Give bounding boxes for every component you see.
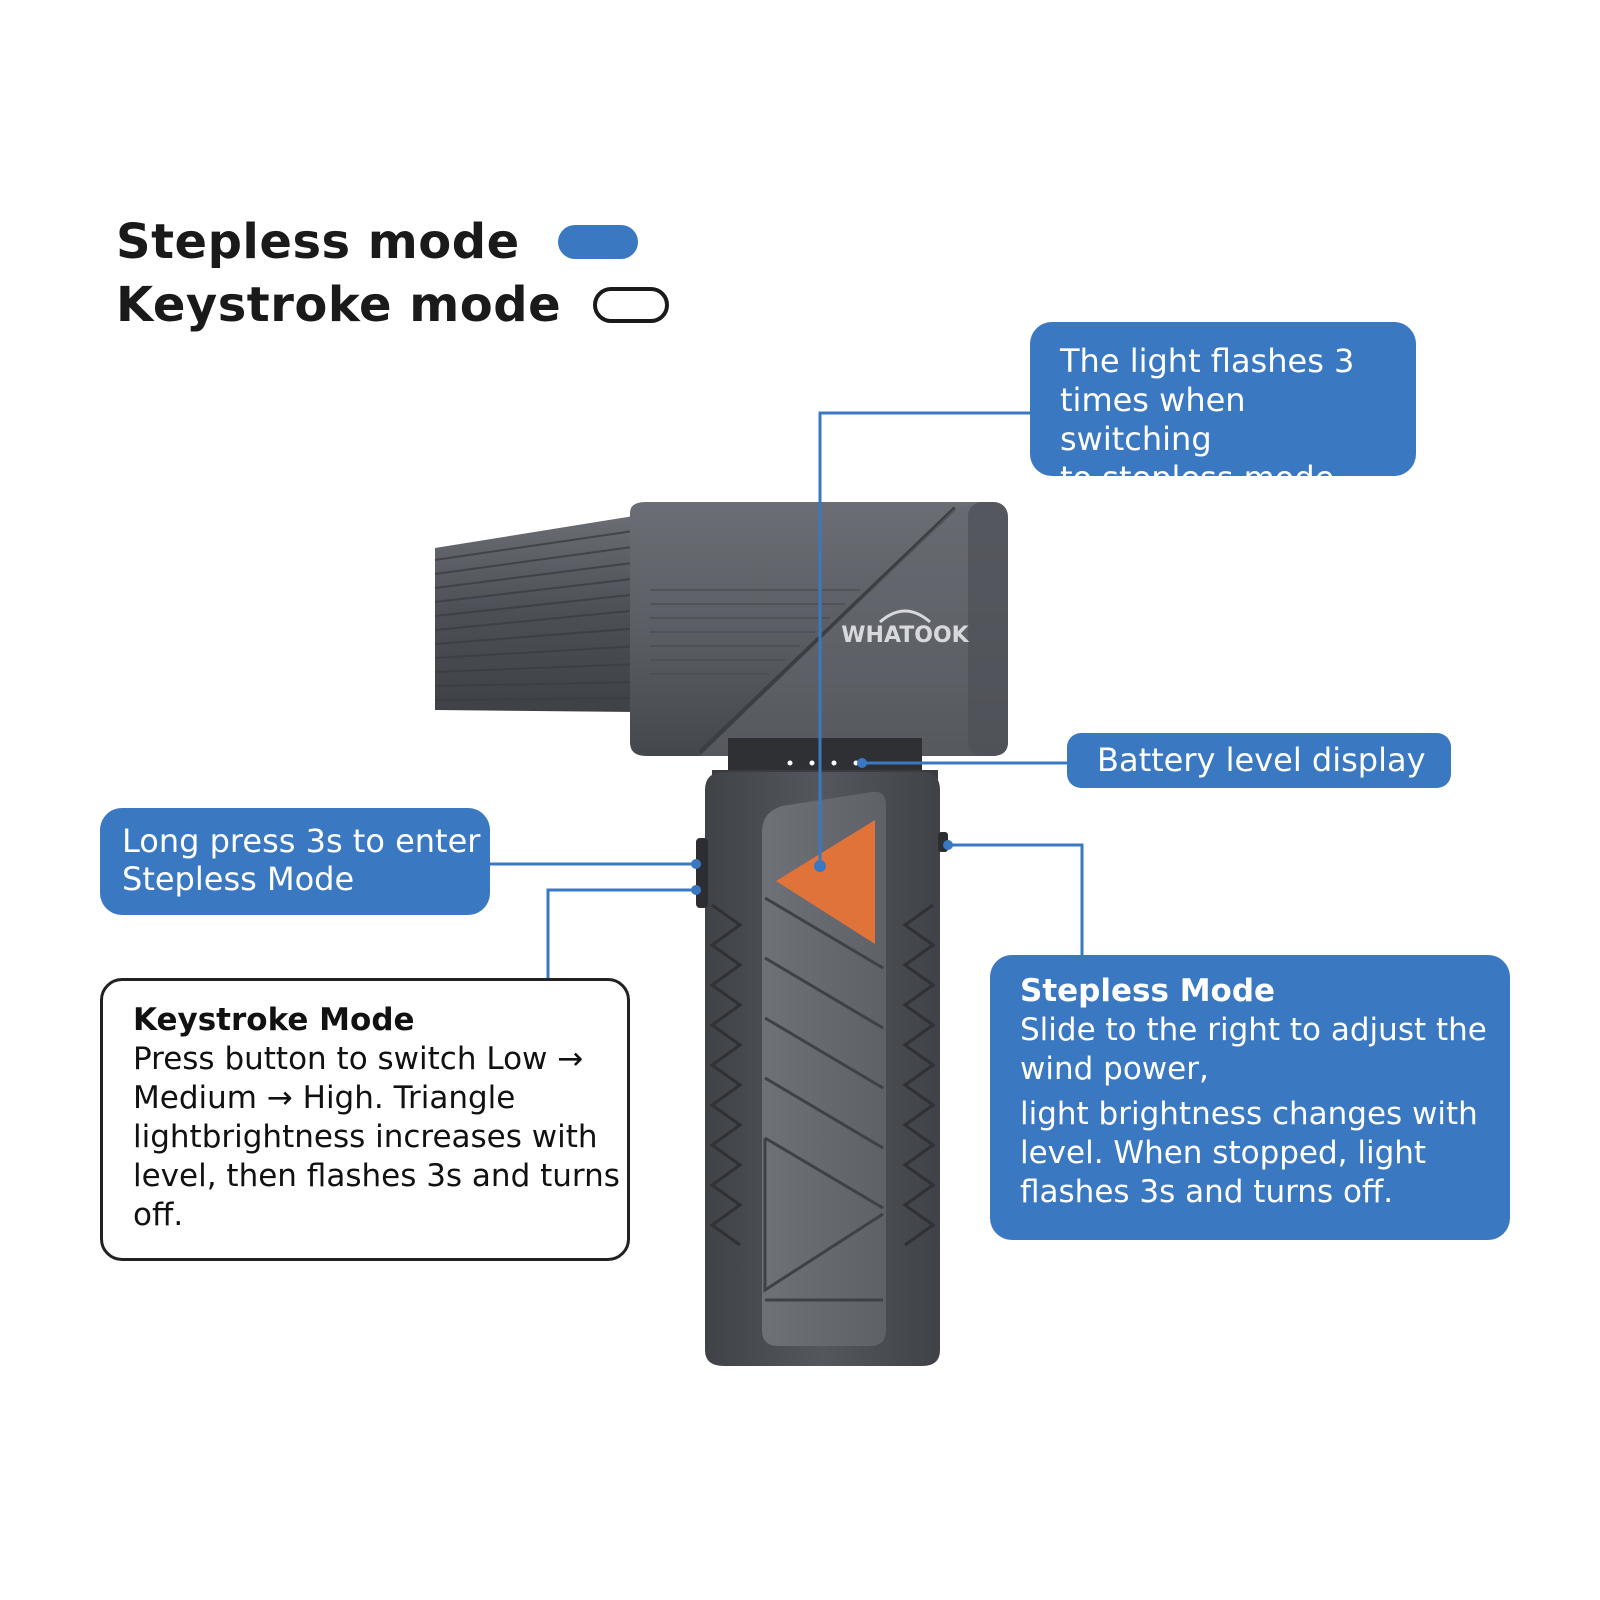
- callout-keystroke-line-4: level, then flashes 3s and turns: [133, 1158, 620, 1194]
- callout-keystroke-title: Keystroke Mode: [133, 1002, 415, 1038]
- callout-keystroke-line-3: lightbrightness increases with: [133, 1119, 598, 1155]
- callout-stepless-line-3: light brightness changes with: [1020, 1096, 1478, 1132]
- callout-keystroke: Keystroke Mode Press button to switch Lo…: [100, 978, 630, 1261]
- stepless-pill-icon: [557, 225, 638, 259]
- callout-battery-text: Battery level display: [1097, 741, 1426, 779]
- callout-stepless-title: Stepless Mode: [1020, 973, 1276, 1009]
- callout-keystroke-line-2: Medium → High. Triangle: [133, 1080, 516, 1116]
- callout-long-press: Long press 3s to enter Stepless Mode: [100, 808, 490, 915]
- callout-battery: Battery level display: [1067, 733, 1451, 788]
- callout-long-press-line-2: Stepless Mode: [122, 860, 355, 898]
- callout-stepless-line-2: wind power,: [1020, 1051, 1209, 1087]
- keystroke-pill-icon: [593, 287, 670, 323]
- leader-dots: [691, 758, 953, 895]
- legend-keystroke: Keystroke mode: [116, 277, 670, 333]
- legend-stepless: Stepless mode: [116, 214, 638, 270]
- brand-logo: WHATOOK: [841, 623, 969, 648]
- nozzle: [434, 515, 641, 712]
- legend-stepless-label: Stepless mode: [116, 214, 520, 270]
- callout-keystroke-line-1: Press button to switch Low →: [133, 1041, 584, 1077]
- side-power-button[interactable]: [696, 838, 708, 908]
- callout-stepless: Stepless Mode Slide to the right to adju…: [990, 955, 1510, 1240]
- callout-flash-line-1: The light flashes 3: [1060, 342, 1355, 380]
- callout-stepless-line-4: level. When stopped, light: [1020, 1135, 1427, 1171]
- callout-stepless-line-5: flashes 3s and turns off.: [1020, 1174, 1394, 1210]
- callout-flash-line-3: to stepless mode: [1060, 459, 1335, 497]
- callout-long-press-line-1: Long press 3s to enter: [122, 822, 481, 860]
- legend-keystroke-label: Keystroke mode: [116, 277, 562, 333]
- callout-flash-line-2: times when switching: [1060, 381, 1246, 458]
- callout-flash: The light flashes 3 times when switching…: [1030, 322, 1416, 497]
- callout-stepless-line-1: Slide to the right to adjust the: [1020, 1012, 1487, 1048]
- callout-keystroke-line-5: off.: [133, 1197, 184, 1233]
- blower-handle: [696, 772, 948, 1366]
- leader-lines: [490, 411, 1084, 978]
- triangle-light-button[interactable]: [776, 820, 875, 944]
